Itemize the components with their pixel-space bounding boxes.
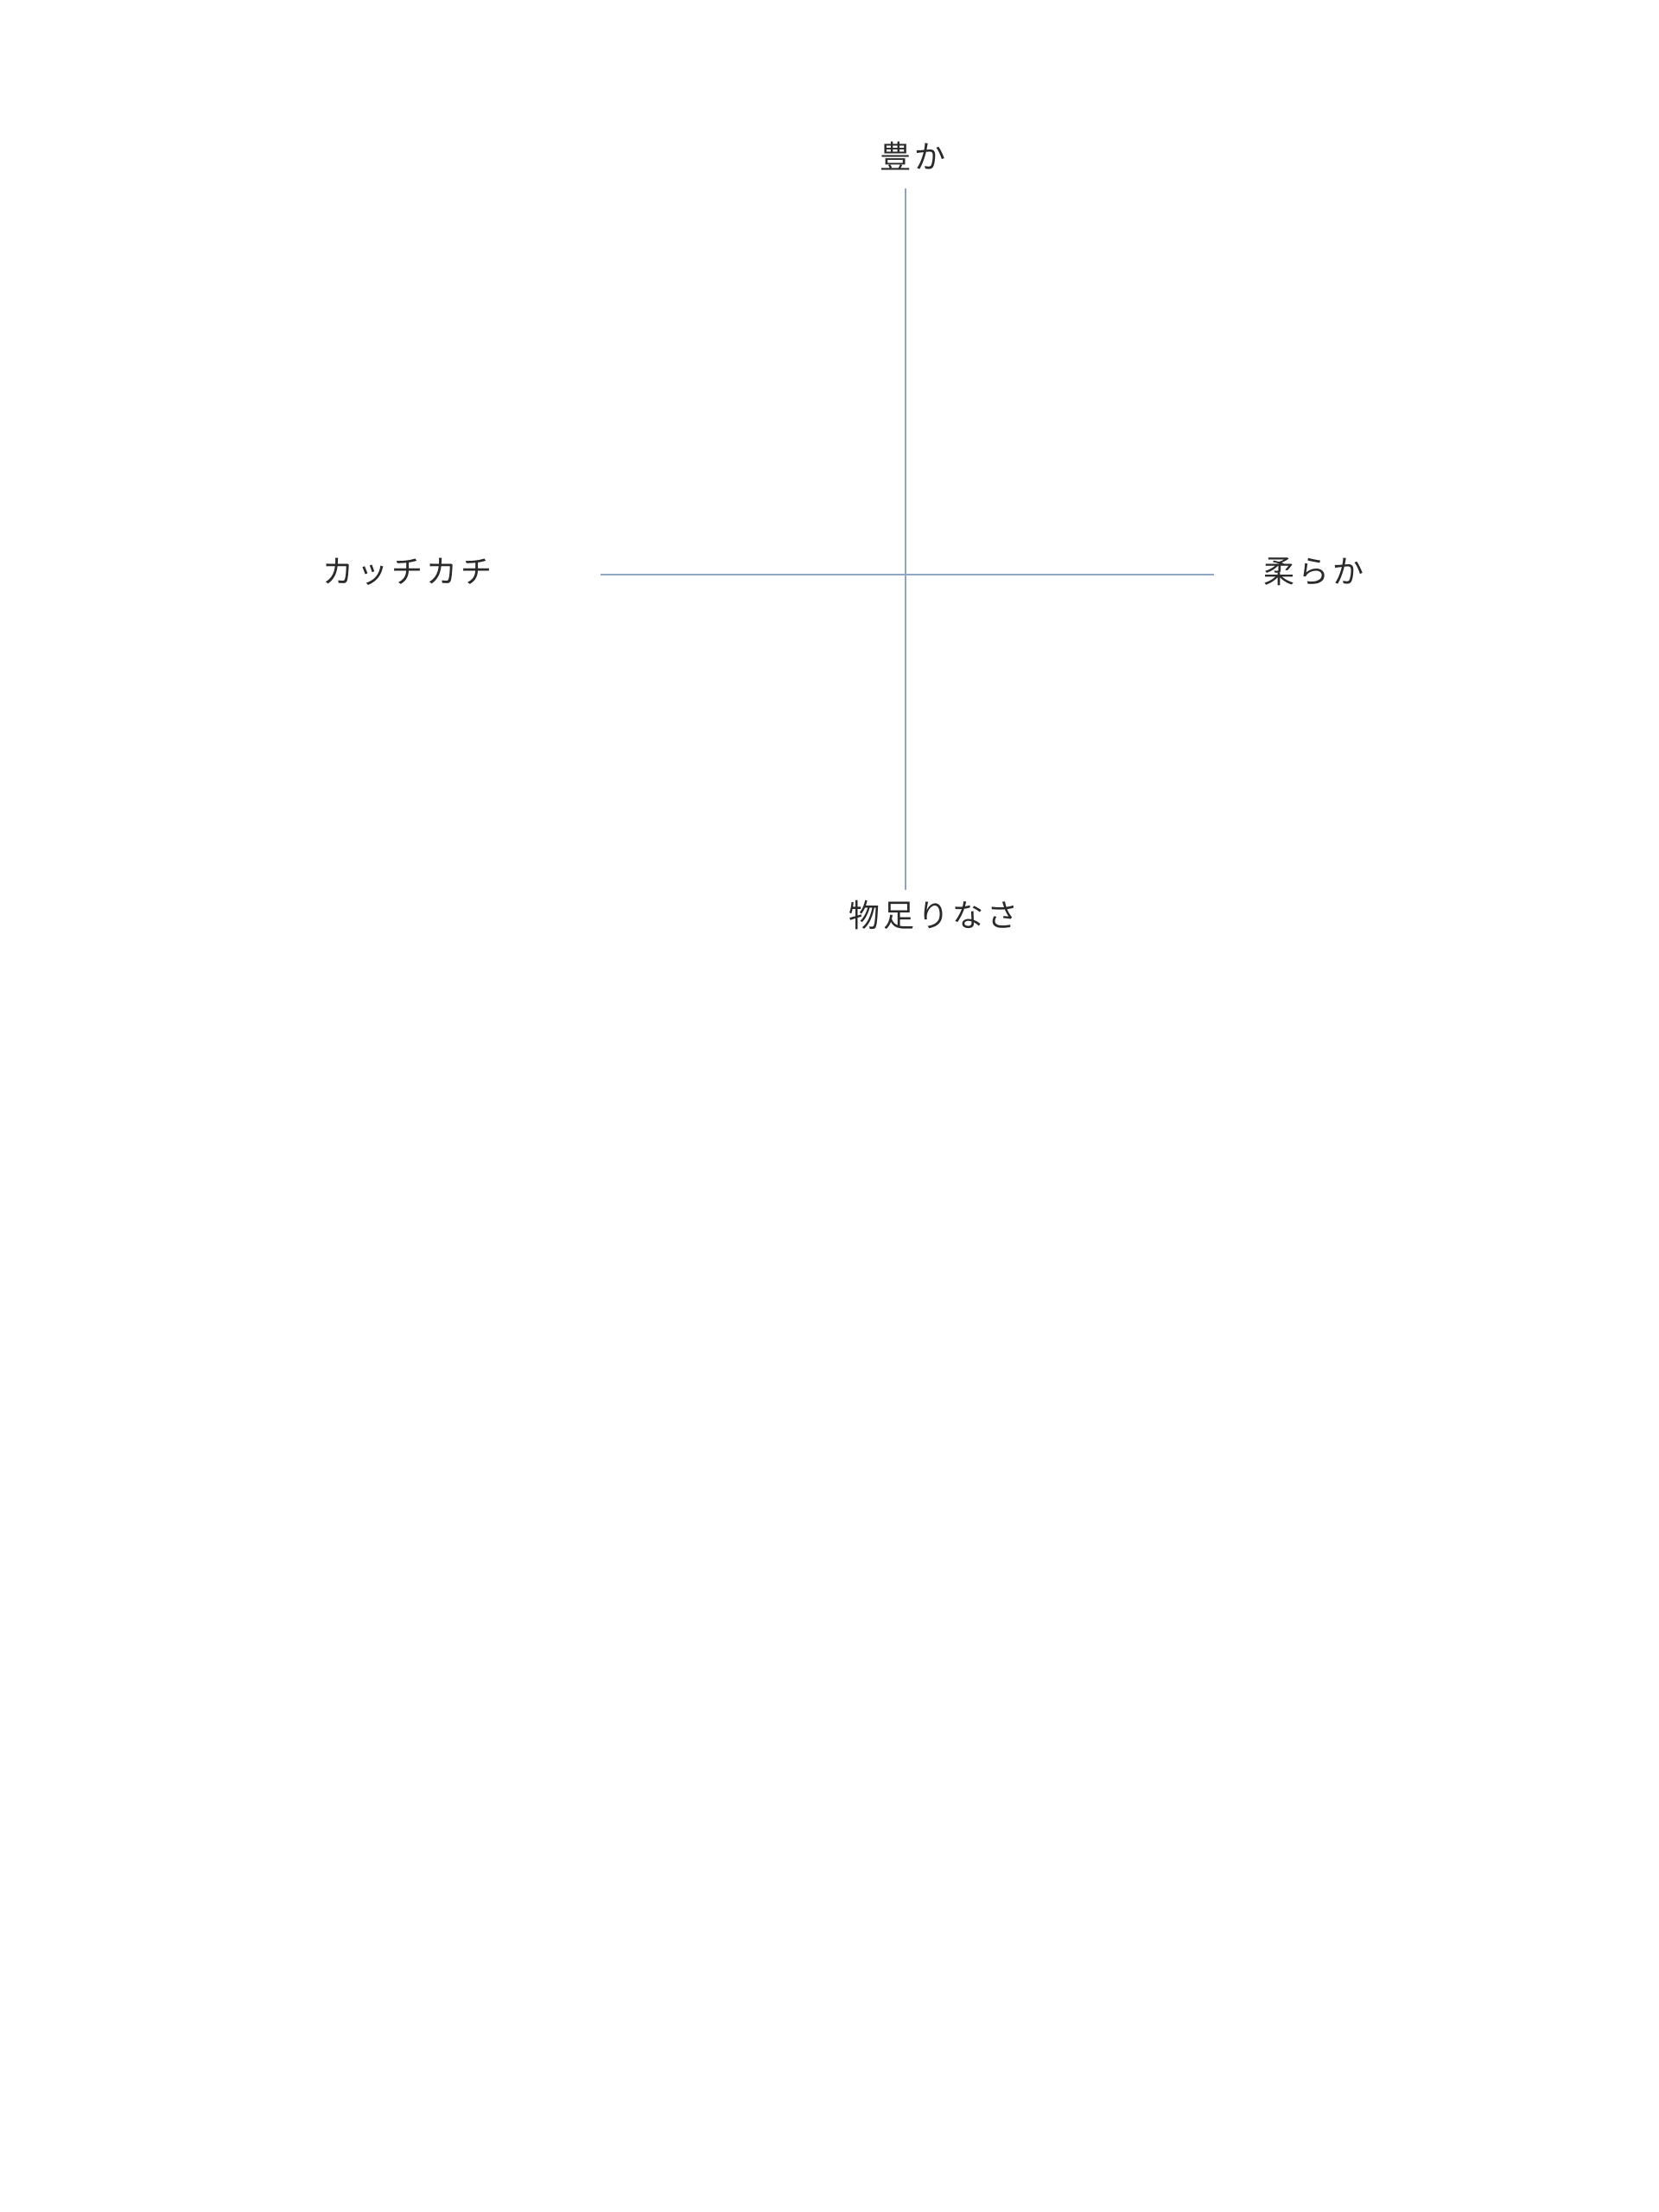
axis-label-bottom: 物足りなさ — [849, 899, 1022, 934]
horizontal-axis — [601, 574, 1214, 575]
axis-label-top: 豊か — [880, 140, 950, 175]
axis-label-left: カッチカチ — [322, 555, 496, 590]
vertical-axis — [905, 188, 906, 890]
axis-label-right: 柔らか — [1263, 555, 1368, 590]
